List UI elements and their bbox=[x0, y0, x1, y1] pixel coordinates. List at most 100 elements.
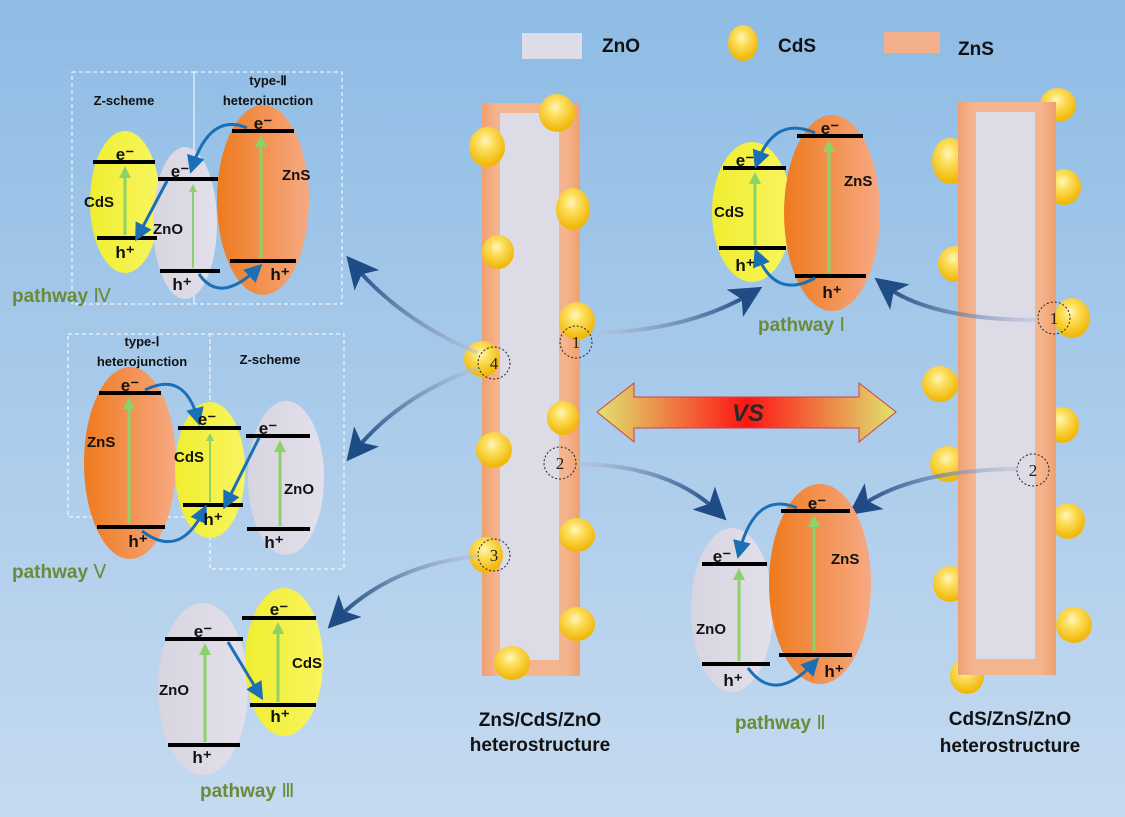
site-number: 2 bbox=[1029, 461, 1038, 480]
site-dashed-circle bbox=[559, 325, 593, 359]
site-marker-4[interactable]: 4 bbox=[477, 346, 511, 380]
electron-label: e⁻ bbox=[198, 410, 216, 429]
pathway-label-part: pathway bbox=[200, 781, 276, 802]
left-structure-subtitle: heterostructure bbox=[470, 735, 610, 756]
left-heterostructure: 1 4 2 3 ZnS/CdS/ZnO heterostructure bbox=[464, 94, 610, 756]
charge-transfer-arrow bbox=[135, 180, 169, 242]
site-dashed-circle bbox=[477, 346, 511, 380]
site-dashed-circle bbox=[477, 538, 511, 572]
pathway-label-part: pathway bbox=[735, 713, 811, 734]
legend-zno-swatch bbox=[522, 33, 582, 59]
legend-cds-label: CdS bbox=[778, 36, 816, 57]
material-label: CdS bbox=[714, 204, 744, 221]
material-label: CdS bbox=[84, 194, 114, 211]
site-dashed-circle bbox=[543, 446, 577, 480]
hole-label: h⁺ bbox=[824, 662, 843, 681]
electron-label: e⁻ bbox=[171, 162, 189, 181]
pathway-4: Z-scheme type-Ⅱ heterojunction e⁻ h⁺ e⁻ … bbox=[12, 71, 343, 307]
arrow-site1-to-pathway1 bbox=[597, 286, 763, 335]
hole-label: h⁺ bbox=[264, 533, 283, 552]
legend-zno-label: ZnO bbox=[602, 36, 640, 57]
material-label: ZnS bbox=[87, 434, 115, 451]
pathway-3: e⁻ h⁺ e⁻ h⁺ ZnO CdS pathway Ⅲ bbox=[158, 588, 323, 802]
legend-zns-swatch bbox=[884, 32, 940, 53]
zno-band bbox=[153, 147, 217, 299]
material-label: CdS bbox=[292, 655, 322, 672]
charge-transfer-arrow bbox=[752, 126, 816, 169]
zno-band bbox=[248, 401, 324, 555]
cds-ball bbox=[556, 188, 590, 230]
pathway-4-label: pathway Ⅳ bbox=[12, 286, 111, 307]
pathway-5-label: pathway Ⅴ bbox=[12, 562, 106, 583]
box-title: heterojunction bbox=[97, 354, 187, 369]
electron-label: e⁻ bbox=[808, 494, 826, 513]
connector-arrows bbox=[327, 255, 1039, 629]
hole-label: h⁺ bbox=[822, 283, 841, 302]
electron-label: e⁻ bbox=[194, 622, 212, 641]
cds-ball bbox=[469, 127, 505, 167]
vs-double-arrow: VS bbox=[596, 381, 897, 444]
material-label: CdS bbox=[174, 449, 204, 466]
z-scheme-box bbox=[209, 333, 345, 570]
material-label: ZnO bbox=[696, 621, 726, 638]
hole-label: h⁺ bbox=[192, 748, 211, 767]
charge-transfer-arrow bbox=[596, 381, 897, 444]
hole-label: h⁺ bbox=[128, 532, 147, 551]
electron-label: e⁻ bbox=[259, 419, 277, 438]
arrow-site4-to-pathway5 bbox=[346, 366, 479, 462]
left-zno-core bbox=[500, 113, 559, 660]
material-label: ZnO bbox=[153, 221, 183, 238]
site-number: 2 bbox=[556, 454, 565, 473]
electron-label: e⁻ bbox=[116, 145, 134, 164]
charge-transfer-arrow bbox=[187, 122, 248, 174]
pathway-label-part: Ⅲ bbox=[281, 781, 294, 802]
pathway-label-part: pathway bbox=[12, 562, 88, 583]
electron-label: e⁻ bbox=[736, 151, 754, 170]
site-marker-3[interactable]: 3 bbox=[477, 538, 511, 572]
site-marker-2[interactable]: 2 bbox=[543, 446, 577, 480]
pathway-5: type-Ⅰ heterojunction Z-scheme e⁻ h⁺ e⁻ … bbox=[12, 333, 345, 583]
cds-ball bbox=[1056, 607, 1092, 643]
pathway-label-part: pathway bbox=[12, 286, 88, 307]
cds-ball bbox=[559, 607, 595, 641]
cds-ball bbox=[1054, 298, 1090, 338]
right-zno-core bbox=[976, 112, 1035, 659]
legend-zns-label: ZnS bbox=[958, 39, 994, 60]
charge-transfer-arrow bbox=[141, 504, 207, 544]
pathway-3-label: pathway Ⅲ bbox=[200, 781, 294, 802]
electron-label: e⁻ bbox=[821, 119, 839, 138]
cds-ball bbox=[922, 366, 958, 402]
electron-label: e⁻ bbox=[270, 600, 288, 619]
box-title: Z-scheme bbox=[94, 93, 155, 108]
legend-cds-ball bbox=[728, 25, 758, 61]
box-title: type-Ⅱ bbox=[249, 73, 286, 88]
site-number: 4 bbox=[490, 354, 499, 373]
pathway-label-part: Ⅱ bbox=[816, 713, 825, 734]
pathway-label-part: pathway bbox=[758, 315, 834, 336]
arrow-site3-to-pathway3 bbox=[327, 554, 479, 629]
cds-ball bbox=[482, 235, 514, 269]
pathway-label-part: Ⅳ bbox=[93, 286, 111, 307]
arrow-rsite1-to-pathway1 bbox=[874, 277, 1039, 322]
cds-ball bbox=[494, 646, 530, 680]
material-label: ZnS bbox=[831, 551, 859, 568]
hole-label: h⁺ bbox=[735, 256, 754, 275]
cds-band bbox=[245, 588, 323, 736]
cds-ball bbox=[559, 518, 595, 552]
hole-label: h⁺ bbox=[270, 265, 289, 284]
electron-label: e⁻ bbox=[121, 376, 139, 395]
electron-label: e⁻ bbox=[254, 114, 272, 133]
arrow-site2-to-pathway2 bbox=[577, 462, 727, 521]
charge-transfer-arrow bbox=[226, 641, 264, 701]
site-number: 1 bbox=[572, 333, 581, 352]
cds-ball bbox=[559, 302, 595, 340]
right-structure-subtitle: heterostructure bbox=[940, 736, 1080, 757]
box-title: heterojunction bbox=[223, 93, 313, 108]
right-structure-title: CdS/ZnS/ZnO bbox=[949, 709, 1071, 730]
hole-label: h⁺ bbox=[723, 671, 742, 690]
right-heterostructure: 1 2 CdS/ZnS/ZnO heterostructure bbox=[922, 88, 1092, 757]
vs-label: VS bbox=[732, 400, 764, 427]
zno-band bbox=[158, 603, 248, 775]
site-marker-1[interactable]: 1 bbox=[559, 325, 593, 359]
